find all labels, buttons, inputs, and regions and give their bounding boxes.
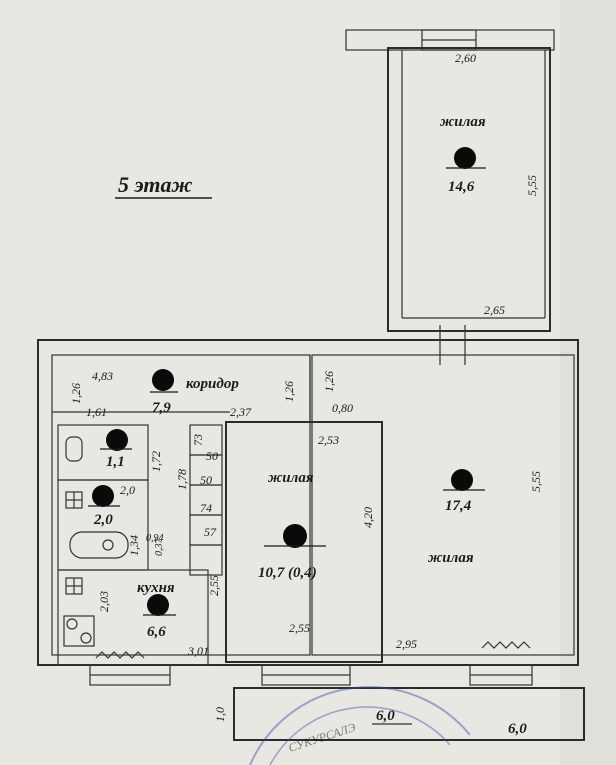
dim-corr-v: 1,78 (175, 469, 189, 490)
windows (89, 664, 533, 686)
mid-living-area: 10,7 (0,4) (258, 565, 317, 581)
top-living-room (345, 29, 555, 332)
fixtures (63, 436, 531, 659)
closet-73: 73 (191, 434, 205, 446)
dim-top-width: 2,60 (455, 51, 476, 65)
balcony (233, 687, 585, 741)
dim-bath-h: 1,72 (149, 451, 163, 472)
corridor-label: коридор (186, 376, 239, 392)
dim-top-height: 5,55 (525, 175, 539, 196)
mid-living-label: жилая (268, 470, 314, 486)
balcony-area-2: 6,0 (508, 721, 527, 737)
dim-corr-w3: 0,80 (332, 401, 353, 415)
room-marker-dot (152, 369, 174, 391)
right-living-label: жилая (428, 550, 474, 566)
corridor-area: 7,9 (152, 400, 171, 416)
closet-50b: 50 (200, 473, 212, 487)
top-living-area: 14,6 (448, 179, 475, 195)
dim-kit-v: 2,55 (207, 575, 221, 596)
room-marker-dot (451, 469, 473, 491)
room-marker-dot (283, 524, 307, 548)
dim-corr-h2: 1,26 (282, 381, 296, 402)
dim-balc-h: 1,0 (213, 707, 227, 722)
dim-mid-top: 2,53 (318, 433, 339, 447)
room-marker-dot (147, 594, 169, 616)
dim-corr-w1: 1,61 (86, 405, 107, 419)
dim-top-bottom: 2,65 (484, 303, 505, 317)
dim-037: 0,37 (154, 538, 165, 557)
dim-corr-top: 4,83 (92, 369, 113, 383)
dim-mid-bottom: 2,55 (289, 621, 310, 635)
kitchen-area: 6,6 (147, 624, 166, 640)
apartment-walls (37, 325, 579, 666)
floor-title: 5 этаж (118, 172, 192, 197)
bath2-area: 2,0 (93, 512, 113, 528)
right-living-area: 17,4 (445, 498, 472, 514)
top-living-label: жилая (440, 114, 486, 130)
room-marker-dot (454, 147, 476, 169)
stamp-seal (249, 686, 471, 765)
dim-bath-w: 2,0 (120, 483, 135, 497)
closet-50a: 50 (206, 449, 218, 463)
dim-right-bottom: 2,95 (396, 637, 417, 651)
balcony-area: 6,0 (376, 708, 395, 724)
closet-74: 74 (200, 501, 212, 515)
dim-mid-h: 4,20 (361, 507, 375, 528)
dim-kit-h: 2,03 (97, 591, 111, 612)
room-marker-dot (106, 429, 128, 451)
dim-corr-w2: 2,37 (230, 405, 252, 419)
kitchen-label: кухня (137, 580, 175, 596)
room-marker-dot (92, 485, 114, 507)
dim-094: 0,94 (146, 533, 164, 544)
dim-134: 1,34 (127, 535, 141, 556)
dim-kit-w: 3,01 (187, 644, 209, 658)
dim-corr-h3: 1,26 (322, 371, 336, 392)
dim-right-h: 5,55 (529, 471, 543, 492)
bath1-area: 1,1 (106, 454, 125, 470)
closet-57: 57 (204, 525, 217, 539)
dim-corr-left: 1,26 (69, 383, 83, 404)
